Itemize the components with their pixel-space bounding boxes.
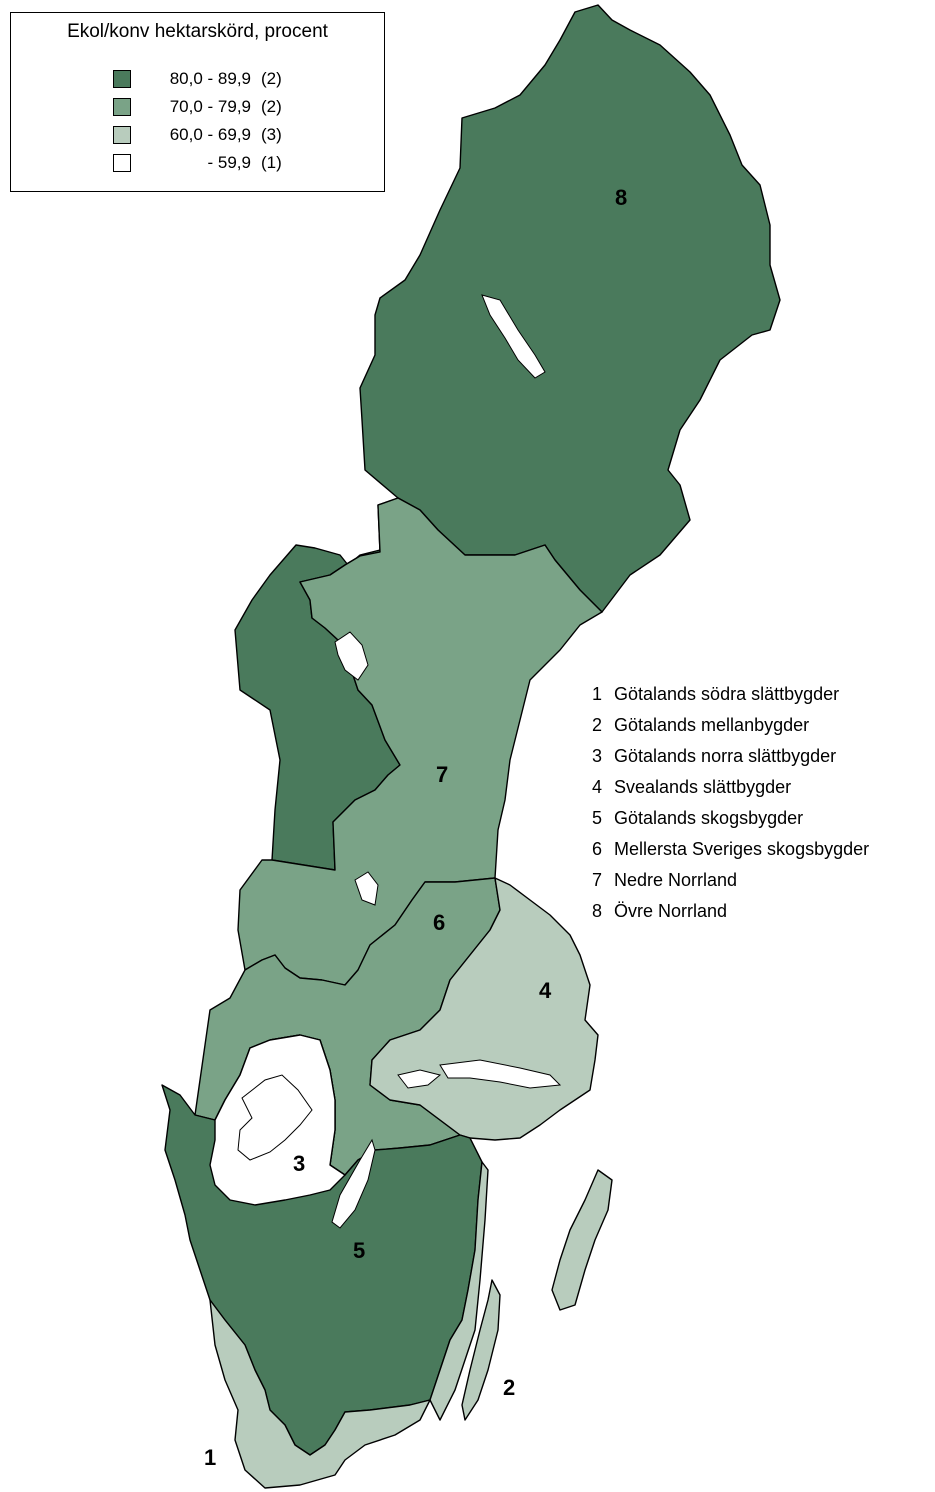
region-list-item-2: 2 Götalands mellanbygder [592,713,869,744]
region-list-name: Götalands norra slättbygder [614,746,837,766]
map-legend: Ekol/konv hektarskörd, procent 80,0 - 89… [10,12,385,192]
region-list-item-8: 8 Övre Norrland [592,899,869,930]
region-8-ovre-norrland [234,4,781,871]
legend-row-2: 70,0 - 79,9 (2) [113,96,282,118]
region-2-gotalands-mellanbygder [429,1161,489,1421]
legend-count-3: (3) [261,125,282,144]
region-list-number: 6 [592,839,603,859]
legend-row-4: - 59,9 (1) [113,152,282,174]
region-list-number: 7 [592,870,603,890]
region-1-gotalands-sodra-slattbygder [209,1299,431,1489]
legend-swatch-3 [113,126,131,144]
legend-row-1: 80,0 - 89,9 (2) [113,68,282,90]
region-label-5: 5 [353,1238,365,1263]
region-label-2: 2 [503,1375,515,1400]
legend-count-2: (2) [261,97,282,116]
region-list-number: 2 [592,715,603,735]
region-label-4: 4 [539,978,552,1003]
region-list-number: 4 [592,777,603,797]
region-list-name: Övre Norrland [614,901,728,921]
region-list-name: Nedre Norrland [614,870,738,890]
lake-storsjon [334,631,369,681]
region-list-name: Svealands slättbygder [614,777,792,797]
region-label-8: 8 [615,185,627,210]
region-list-name: Götalands skogsbygder [614,808,804,828]
region-list-item-4: 4 Svealands slättbygder [592,775,869,806]
legend-range-1: 80,0 - 89,9 [169,69,251,88]
legend-row-3: 60,0 - 69,9 (3) [113,124,282,146]
lake-hjalmaren [397,1069,442,1089]
region-list-number: 1 [592,684,603,704]
lake-siljan [354,871,379,906]
lake-malaren [439,1059,562,1089]
region-list-name: Mellersta Sveriges skogsbygder [614,839,870,859]
legend-swatch-1 [113,70,131,88]
legend-count-4: (1) [261,153,282,172]
region-list-number: 5 [592,808,603,828]
region-list-item-7: 7 Nedre Norrland [592,868,869,899]
region-list-item-3: 3 Götalands norra slättbygder [592,744,869,775]
region-list-item-5: 5 Götalands skogsbygder [592,806,869,837]
lake-tornetrask [481,294,546,379]
region-list-name: Götalands mellanbygder [614,715,810,735]
island-oland [461,1279,501,1421]
region-label-3: 3 [293,1151,305,1176]
region-list-item-6: 6 Mellersta Sveriges skogsbygder [592,837,869,868]
island-gotland [551,1169,613,1311]
region-label-7: 7 [436,762,448,787]
lake-vanern [237,1074,313,1161]
legend-count-1: (2) [261,69,282,88]
region-list-number: 8 [592,901,603,921]
region-list-name: Götalands södra slättbygder [614,684,840,704]
legend-swatch-4 [113,154,131,172]
region-label-6: 6 [433,910,445,935]
legend-swatch-2 [113,98,131,116]
legend-range-4: - 59,9 [207,153,251,172]
legend-title: Ekol/konv hektarskörd, procent [67,21,328,42]
region-label-1: 1 [204,1445,216,1470]
region-list-item-1: 1 Götalands södra slättbygder [592,682,869,713]
legend-range-2: 70,0 - 79,9 [169,97,251,116]
region-list-number: 3 [592,746,603,766]
lake-vattern [331,1138,376,1229]
legend-range-3: 60,0 - 69,9 [169,125,251,144]
